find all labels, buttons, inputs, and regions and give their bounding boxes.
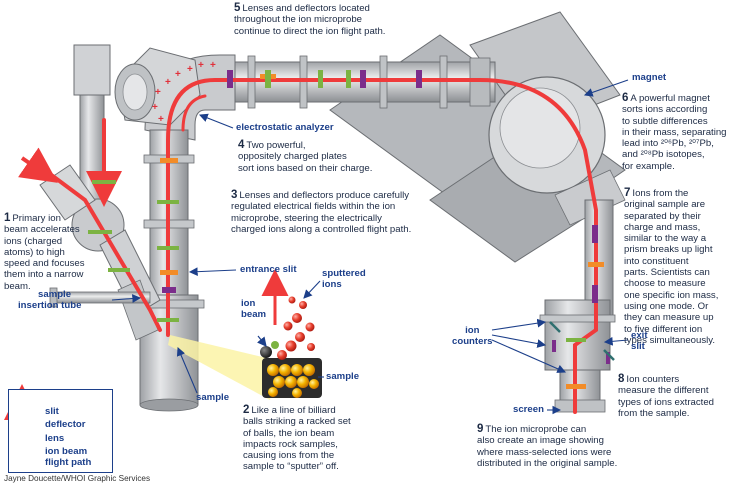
svg-text:+: +: [175, 69, 181, 80]
image-credit: Jayne Doucette/WHOI Graphic Services: [4, 474, 151, 483]
svg-text:+: +: [210, 60, 216, 71]
sample-inset: [168, 269, 322, 400]
svg-text:+: +: [155, 87, 161, 98]
legend-deflector: deflector: [45, 419, 86, 430]
detector-column: [539, 199, 616, 413]
label-screen: screen: [513, 404, 544, 415]
legend-slit: slit: [45, 406, 59, 417]
svg-text:+: +: [198, 60, 204, 71]
svg-text:+: +: [158, 114, 164, 125]
label-entrance-slit: entrance slit: [240, 264, 297, 275]
callout-lines: [111, 79, 629, 415]
legend-lens: lens: [45, 433, 65, 444]
legend: slit deflector lens ion beam flight path: [8, 389, 113, 473]
beam-components: [88, 70, 615, 389]
label-electrostatic-analyzer: electrostatic analyzer: [236, 122, 334, 133]
label-magnet: magnet: [632, 72, 667, 83]
svg-text:+: +: [187, 64, 193, 75]
sample-insertion-tube: [49, 287, 151, 308]
electrostatic-analyzer-body: [114, 47, 236, 141]
analyzer-positive-plate-marks: +++ +++ ++: [152, 60, 216, 125]
svg-text:+: +: [165, 77, 171, 88]
svg-text:+: +: [152, 102, 158, 113]
legend-flight-path: ion beam flight path: [45, 446, 92, 468]
label-sample-right: sample: [326, 371, 360, 382]
primary-beam-arrow: [18, 147, 58, 183]
label-sample-lower: sample: [196, 392, 230, 403]
